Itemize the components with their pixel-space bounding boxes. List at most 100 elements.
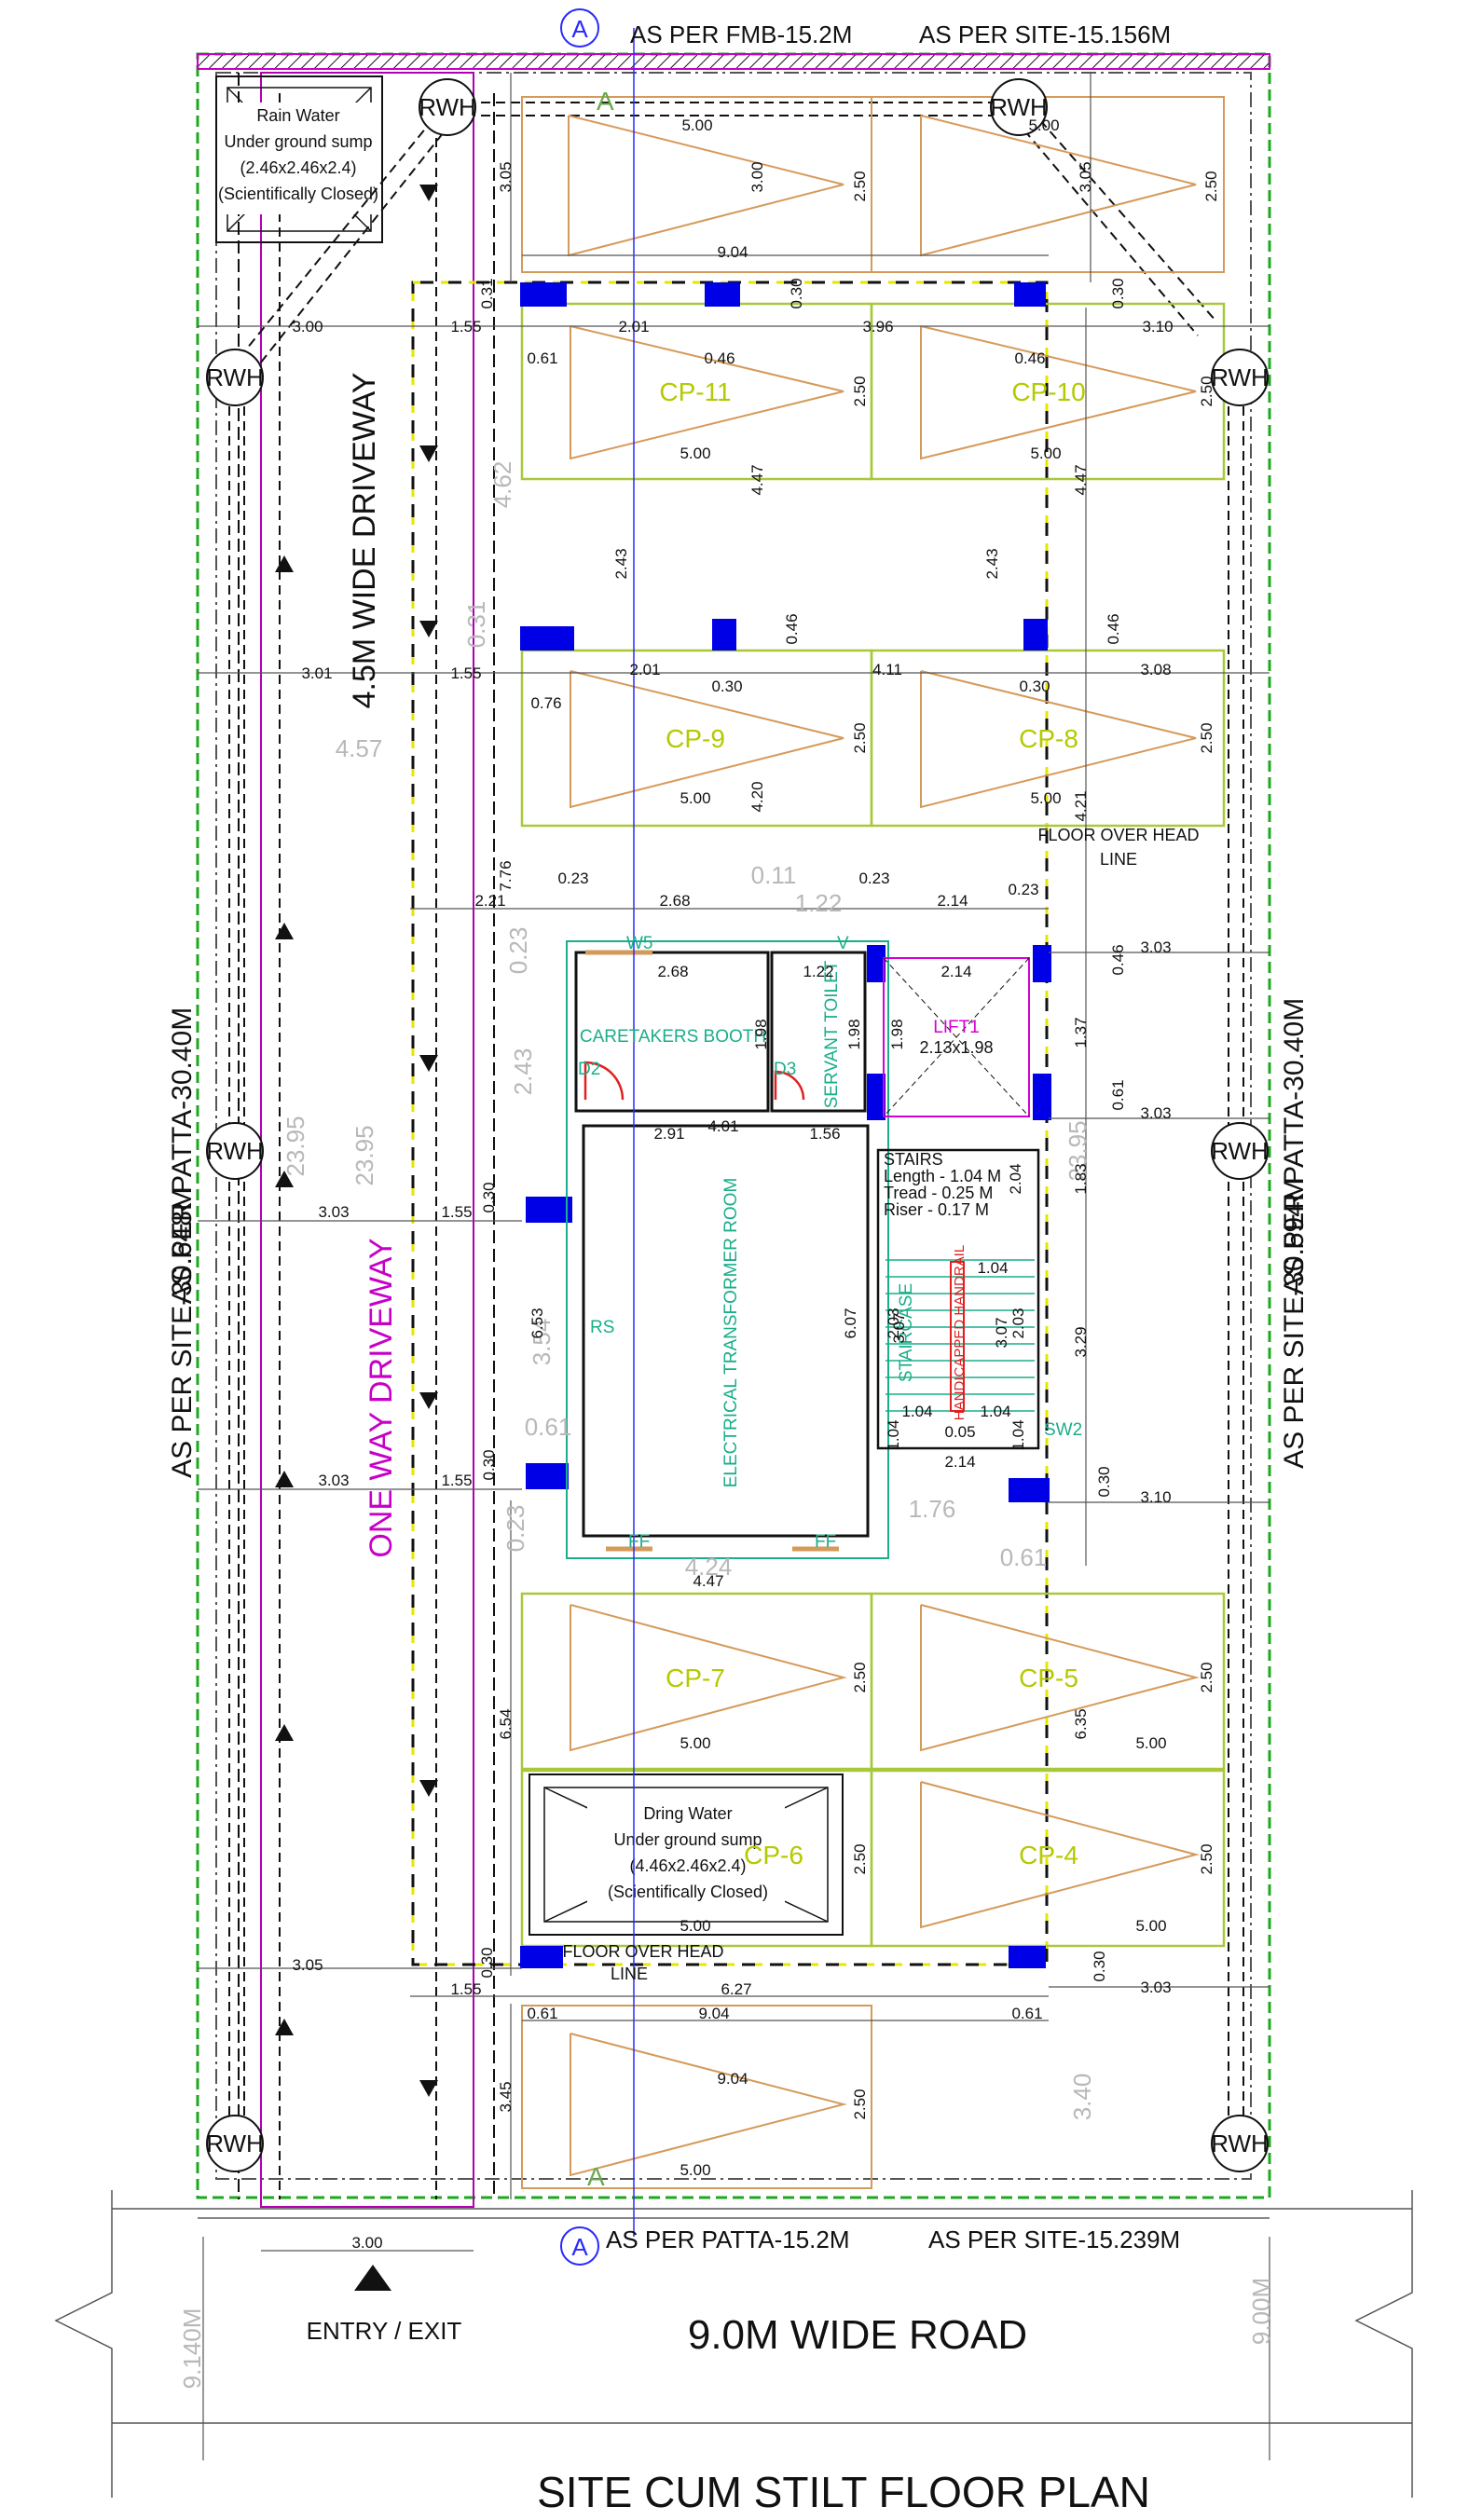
dim-2395-small: 23.95: [281, 1116, 309, 1176]
dim-635: 6.35: [1072, 1708, 1090, 1739]
road-edges: [54, 2190, 1413, 2498]
dim-268-b: 2.68: [657, 963, 688, 980]
parking-top-strip: [521, 96, 1225, 273]
dim-500-r2a: 5.00: [680, 789, 710, 807]
dim-030-a: 0.30: [788, 278, 805, 308]
rwh-label-1: RWH: [419, 93, 476, 121]
dim-204: 2.04: [1007, 1163, 1024, 1194]
dim-303-a: 3.03: [1140, 938, 1171, 956]
dim-500-r2b: 5.00: [1030, 789, 1061, 807]
dim-030-bot-b: 0.30: [1091, 1951, 1108, 1981]
dim-030-right: 0.30: [1095, 1466, 1113, 1497]
dim-424: 4.24: [685, 1553, 733, 1581]
dim-500-top-2: 5.00: [1028, 116, 1059, 134]
rwh-label-6: RWH: [1211, 1137, 1269, 1165]
dim-329: 3.29: [1072, 1326, 1090, 1357]
ff-label-1: FF: [628, 1532, 650, 1552]
cp-9-label: CP-9: [666, 724, 725, 753]
dim-420: 4.20: [748, 781, 766, 812]
dim-104-b: 1.04: [980, 1403, 1010, 1420]
stairs-spec-1: STAIRS: [884, 1150, 943, 1169]
caretaker-label: CARETAKERS BOOTH: [580, 1027, 766, 1047]
cp-7-label: CP-7: [666, 1664, 725, 1692]
dim-046-row1a: 0.46: [704, 349, 734, 367]
dim-122-b: 1.22: [803, 963, 833, 980]
dim-030-row2a: 0.30: [711, 678, 742, 695]
dim-300-top: 3.00: [748, 161, 766, 192]
direction-arrows-down: [419, 185, 438, 2097]
dim-104-c: 1.04: [885, 1419, 902, 1450]
section-marker-top: A: [571, 15, 588, 43]
rwh-pits: RWH RWH RWH RWH RWH RWH RWH RWH: [206, 78, 1269, 2172]
drink-sump-line-3: (4.46x2.46x2.4): [629, 1856, 746, 1875]
driveway-wide-label: 4.5M WIDE DRIVEWAY: [347, 373, 382, 709]
labels: AS PER FMB-15.2M AS PER SITE-15.156M AS …: [167, 21, 1310, 2516]
dim-137: 1.37: [1072, 1017, 1090, 1048]
dim-061-bot-a: 0.61: [527, 2005, 557, 2022]
dim-198-a: 1.98: [752, 1019, 770, 1049]
dim-310-b: 3.10: [1140, 1488, 1171, 1506]
drink-sump-line-4: (Scientifically Closed): [608, 1883, 768, 1901]
dim-250-r2b: 2.50: [1198, 722, 1215, 753]
dim-061-grey-b: 0.61: [1000, 1543, 1048, 1571]
rain-water-sump: Rain Water Under ground sump (2.46x2.46x…: [215, 75, 383, 243]
dim-500-r4b: 5.00: [1135, 1917, 1166, 1935]
dim-023-grey-b: 0.23: [501, 1505, 529, 1553]
entry-exit-label: ENTRY / EXIT: [307, 2317, 462, 2345]
dim-904-bot-small: 9.04: [717, 2070, 748, 2088]
road-label: 9.0M WIDE ROAD: [688, 2312, 1027, 2358]
v-label: V: [837, 934, 849, 953]
dim-500-r4a: 5.00: [680, 1917, 710, 1935]
rwh-label-7: RWH: [206, 2130, 264, 2157]
staircase-label: STAIRCASE: [897, 1283, 916, 1382]
dim-061-grey: 0.61: [525, 1413, 572, 1441]
dim-250-r3b: 2.50: [1198, 1662, 1215, 1692]
cp-6-label: CP-6: [744, 1841, 803, 1869]
dim-447-c: 4.47: [693, 1572, 723, 1590]
dim-061-b: 0.61: [1109, 1079, 1127, 1110]
dim-076: 0.76: [530, 694, 561, 712]
dim-005: 0.05: [944, 1423, 975, 1441]
section-marker-green-bottom: A: [587, 2162, 605, 2191]
rain-sump-line-4: (Scientifically Closed): [218, 185, 378, 203]
section-marker-green-top: A: [597, 87, 614, 116]
section-line: A A A A: [560, 8, 635, 2266]
dim-308: 3.08: [1140, 661, 1171, 678]
dim-457: 4.57: [336, 734, 383, 762]
dim-654: 6.54: [497, 1708, 515, 1739]
dim-250-r1b: 2.50: [1198, 376, 1215, 406]
dim-401: 4.01: [707, 1117, 738, 1135]
driveway-oneway-label: ONE WAY DRIVEWAY: [364, 1238, 399, 1557]
dim-030-row2b: 0.30: [1019, 678, 1050, 695]
dim-904-bot: 9.04: [698, 2005, 729, 2022]
columns: [520, 282, 1051, 1968]
dim-250-r4b: 2.50: [1198, 1843, 1215, 1874]
dim-250-r5: 2.50: [851, 2089, 869, 2119]
dim-030-bot-a: 0.30: [478, 1947, 496, 1978]
rs-label: RS: [590, 1318, 614, 1337]
drink-sump-line-1: Dring Water: [643, 1804, 732, 1823]
dim-214-a: 2.14: [937, 892, 968, 910]
cp-10-label: CP-10: [1011, 377, 1085, 406]
dim-250-r2a: 2.50: [851, 722, 869, 753]
dim-243-grey: 2.43: [509, 1048, 537, 1096]
dim-046-c: 0.46: [1109, 944, 1127, 975]
dim-2395-right: 23.95: [1064, 1120, 1091, 1181]
floor-over-head-label-2: FLOOR OVER HEAD: [562, 1942, 723, 1961]
dim-061-bot-b: 0.61: [1011, 2005, 1042, 2022]
dim-046-v2: 0.46: [1105, 613, 1122, 644]
road-dim-right: 9.00M: [1247, 2278, 1275, 2345]
rain-sump-line-2: Under ground sump: [224, 132, 372, 151]
dim-303-bot: 3.03: [1140, 1979, 1171, 1996]
dim-354: 3.54: [528, 1319, 556, 1366]
dim-250-r1a: 2.50: [851, 376, 869, 406]
dim-031: 0.31: [478, 278, 496, 308]
rwh-label-3: RWH: [206, 363, 264, 391]
floor-over-head-line-2: LINE: [611, 1965, 648, 1983]
dim-243-b: 2.43: [983, 548, 1001, 579]
dim-155-row2: 1.55: [450, 664, 481, 682]
dim-046-row1b: 0.46: [1014, 349, 1045, 367]
drink-sump-line-2: Under ground sump: [613, 1830, 762, 1849]
dim-155-bot: 1.55: [450, 1980, 481, 1998]
